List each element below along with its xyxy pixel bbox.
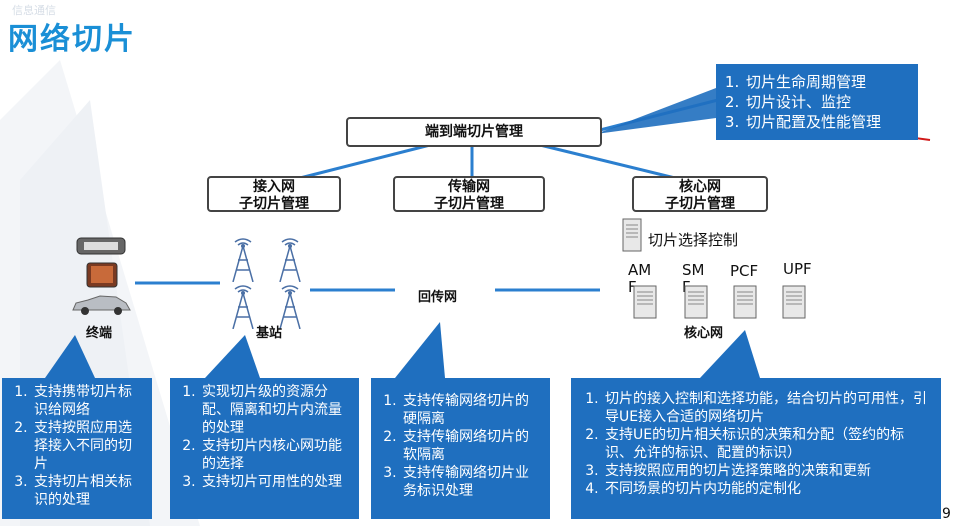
list-item: 实现切片级的资源分配、隔离和切片内流量的处理 [200, 383, 351, 437]
base-station-tower-icon [272, 238, 308, 286]
upf-label: UPF [783, 260, 812, 278]
backhaul-label: 回传网 [418, 290, 458, 305]
server-icon [633, 285, 657, 323]
transport-network-box: 传输网 子切片管理 [393, 176, 545, 212]
base-station-tower-icon [225, 285, 261, 333]
list-item: 支持传输网络切片业务标识处理 [401, 464, 542, 500]
list-item: 支持传输网络切片的硬隔离 [401, 392, 542, 428]
base-station-tower-icon [225, 238, 261, 286]
access-network-line1: 接入网 [253, 179, 295, 195]
list-item: 支持切片内核心网功能的选择 [200, 437, 351, 473]
list-item: 切片的接入控制和选择功能，结合切片的可用性，引导UE接入合适的网络切片 [603, 390, 931, 426]
base-station-label: 基站 [256, 326, 283, 341]
list-item: 支持按照应用选择接入不同的切片 [32, 419, 144, 473]
page-number: 9 [942, 506, 951, 522]
server-icon [733, 285, 757, 323]
list-item: 支持传输网络切片的软隔离 [401, 428, 542, 464]
transport-features-box: 支持传输网络切片的硬隔离 支持传输网络切片的软隔离 支持传输网络切片业务标识处理 [371, 378, 550, 519]
page-title: 网络切片 [8, 22, 136, 57]
access-features-box: 实现切片级的资源分配、隔离和切片内流量的处理 支持切片内核心网功能的选择 支持切… [170, 378, 359, 519]
phone-icon [76, 236, 126, 260]
list-item: 切片设计、监控 [744, 92, 912, 112]
list-item: 切片配置及性能管理 [744, 112, 912, 132]
watermark: 信息通信 [12, 4, 56, 17]
core-features-box: 切片的接入控制和选择功能，结合切片的可用性，引导UE接入合适的网络切片 支持UE… [571, 378, 941, 519]
tv-icon [86, 262, 118, 292]
server-icon [782, 285, 806, 323]
list-item: 支持携带切片标识给网络 [32, 383, 144, 419]
terminal-label: 终端 [86, 326, 113, 341]
list-item: 支持切片相关标识的处理 [32, 473, 144, 509]
terminal-features-box: 支持携带切片标识给网络 支持按照应用选择接入不同的切片 支持切片相关标识的处理 [2, 378, 152, 519]
server-icon [684, 285, 708, 323]
slice-selection-control-label: 切片选择控制 [648, 231, 739, 249]
list-item: 支持按照应用的切片选择策略的决策和更新 [603, 462, 931, 480]
transport-network-line2: 子切片管理 [434, 196, 504, 212]
amf-label: AM F [628, 261, 652, 296]
list-item: 切片生命周期管理 [744, 72, 912, 92]
core-network-line2: 子切片管理 [665, 196, 735, 212]
server-icon [622, 218, 642, 256]
core-network-box: 核心网 子切片管理 [632, 176, 768, 212]
e2e-slice-management-box: 端到端切片管理 [346, 117, 602, 147]
pcf-label: PCF [730, 262, 759, 280]
list-item: 支持UE的切片相关标识的决策和分配（签约的标识、允许的标识、配置的标识） [603, 426, 931, 462]
core-network-label: 核心网 [684, 326, 724, 341]
list-item: 支持切片可用性的处理 [200, 473, 351, 491]
management-functions-box: 切片生命周期管理 切片设计、监控 切片配置及性能管理 [716, 64, 918, 140]
car-icon [70, 294, 132, 320]
access-network-line2: 子切片管理 [239, 196, 309, 212]
access-network-box: 接入网 子切片管理 [207, 176, 341, 212]
base-station-tower-icon [272, 285, 308, 333]
core-network-line1: 核心网 [679, 179, 721, 195]
list-item: 不同场景的切片内功能的定制化 [603, 480, 931, 498]
transport-network-line1: 传输网 [448, 179, 490, 195]
